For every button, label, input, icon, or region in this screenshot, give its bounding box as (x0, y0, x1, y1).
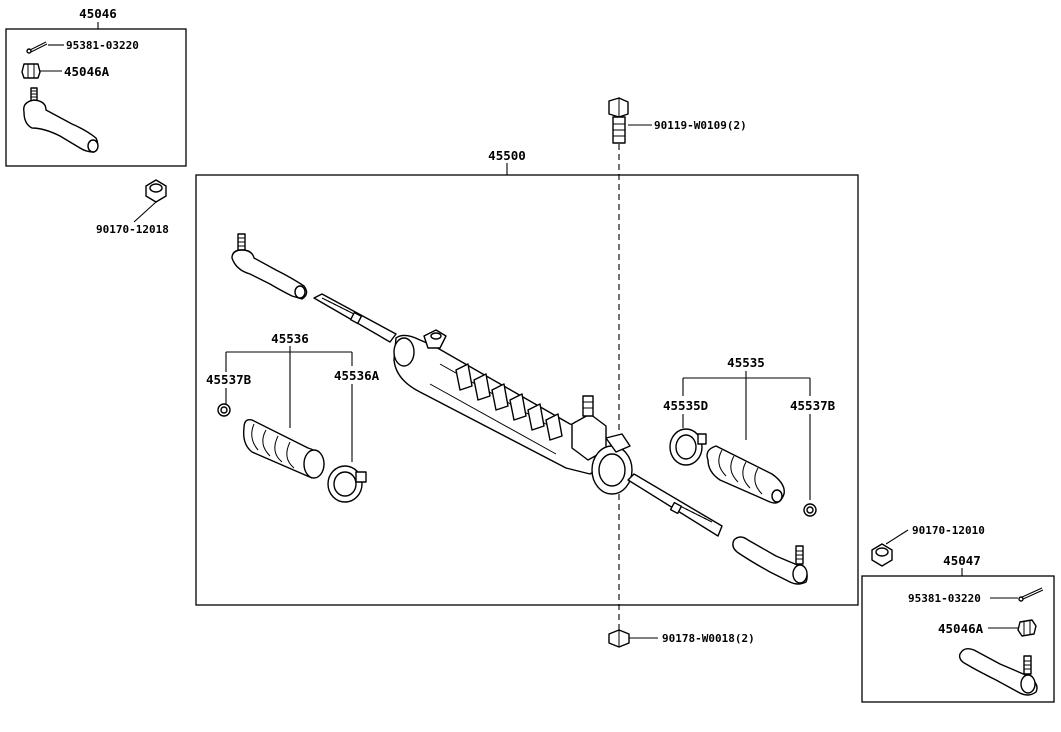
boot-kit-right-label: 45535 (727, 355, 765, 370)
rack-assembly-label: 45500 (488, 148, 526, 163)
clamp-right-large-label: 45535D (663, 398, 708, 413)
tie-rod-end-right-icon (958, 647, 1038, 696)
inner-tie-rod-left-icon (313, 293, 397, 343)
clamp-right-small-label: 45537B (790, 398, 836, 413)
nut-bottom-label: 90178-W0018(2) (662, 632, 755, 645)
lock-nut-left-label: 90170-12018 (96, 223, 169, 236)
clamp-left-large-label: 45536A (334, 368, 380, 383)
clamp-left-small-label: 45537B (206, 372, 252, 387)
nut-left-label: 45046A (64, 64, 110, 79)
kit-box-right: 45047 95381-03220 45046A (861, 553, 1055, 703)
rack-housing-icon (393, 329, 633, 495)
tie-rod-end-inner-left-icon (231, 233, 308, 300)
mounting-nut-icon (608, 629, 630, 648)
boot-kit-left-callout: 45536 45537B 45536A (206, 331, 380, 462)
kit-right-label: 45047 (943, 553, 981, 568)
kit-box-left: 45046 95381-03220 45046A (5, 6, 187, 167)
nut-right-label: 45046A (938, 621, 984, 636)
boot-right-icon (706, 445, 785, 504)
bolt-top-label: 90119-W0109(2) (654, 119, 747, 132)
lock-nut-left-icon (145, 179, 167, 203)
cotter-pin-right-label: 95381-03220 (908, 592, 981, 605)
lock-nut-right-label: 90170-12010 (912, 524, 985, 537)
cotter-pin-right-icon (1018, 587, 1044, 602)
kit-left-label: 45046 (79, 6, 117, 21)
clamp-left-large-icon (327, 465, 367, 503)
castle-nut-left-icon (21, 63, 41, 79)
lock-nut-right-icon (871, 543, 893, 567)
cotter-pin-left-icon (26, 41, 48, 54)
tie-rod-end-inner-right-icon (732, 536, 808, 585)
clamp-left-small-icon (217, 403, 231, 417)
boot-kit-right-callout: 45535 45535D 45537B (663, 355, 836, 500)
boot-kit-left-label: 45536 (271, 331, 309, 346)
castle-nut-right-icon (1017, 619, 1037, 637)
inner-tie-rod-right-icon (627, 473, 723, 537)
clamp-right-large-icon (669, 428, 707, 466)
clamp-right-small-icon (803, 503, 817, 517)
rack-assembly-box: 45500 (195, 148, 859, 606)
tie-rod-end-left-icon (23, 87, 99, 153)
mounting-bolt-icon (608, 97, 629, 144)
boot-left-icon (242, 418, 325, 479)
cotter-pin-left-label: 95381-03220 (66, 39, 139, 52)
